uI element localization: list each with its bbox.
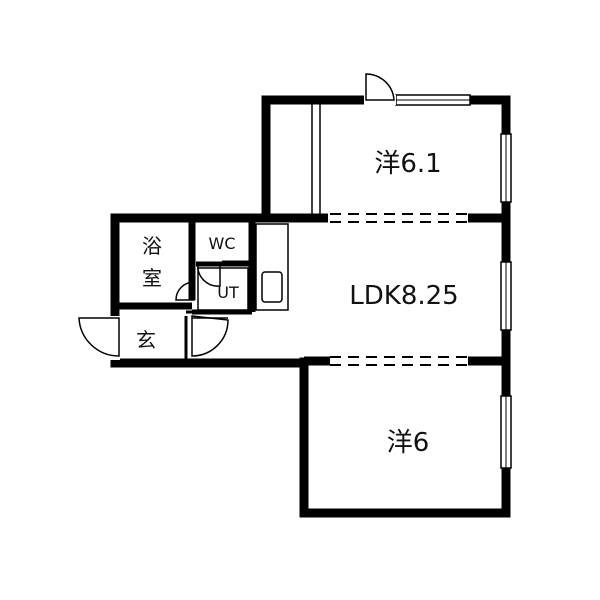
room-label-wc: WC xyxy=(209,234,236,253)
room-label-ut: UT xyxy=(217,283,239,302)
room-label-entrance: 玄 xyxy=(136,328,156,352)
room-label-ldk: LDK8.25 xyxy=(349,281,458,311)
windows xyxy=(395,94,512,469)
closet xyxy=(311,104,321,214)
room-label-bath-1: 浴 xyxy=(142,234,162,258)
room-label-bath-2: 室 xyxy=(142,266,162,290)
room-label-western-lower: 洋6 xyxy=(387,428,430,458)
sliding-doors xyxy=(330,213,468,366)
washer-pan xyxy=(197,267,249,311)
kitchen-counter xyxy=(255,223,289,311)
room-label-western-upper: 洋6.1 xyxy=(374,149,441,179)
